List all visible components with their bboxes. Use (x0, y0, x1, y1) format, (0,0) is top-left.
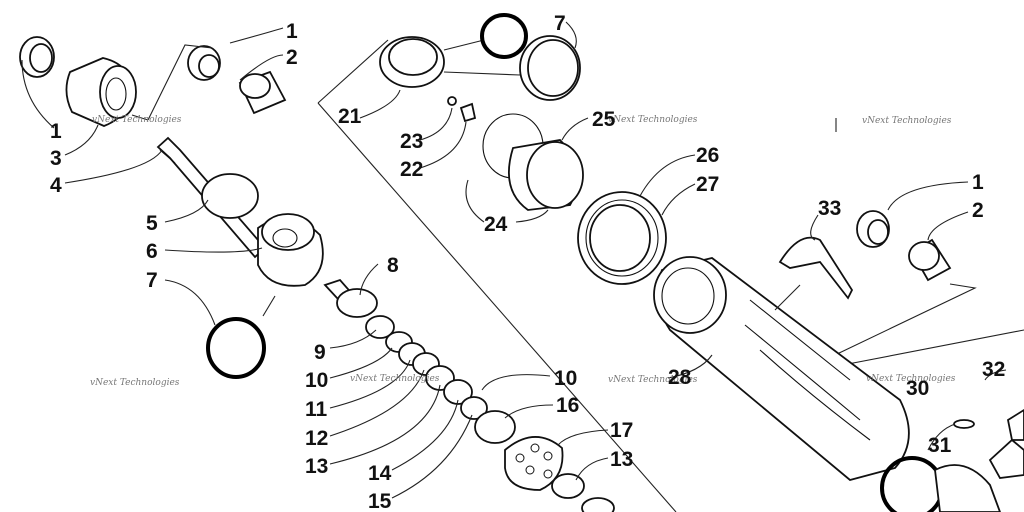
part-bushing-right (856, 210, 890, 248)
callout-21: 21 (338, 105, 362, 128)
part-bumper (201, 173, 259, 219)
assembly-boundary-lines (317, 39, 1024, 512)
callout-15: 15 (368, 490, 392, 512)
watermark-text: vNext Technologies (350, 374, 440, 384)
part-valve-right (953, 408, 1024, 479)
callout-17: 17 (610, 419, 633, 442)
callout-16: 16 (556, 394, 579, 417)
part-bushing-upper (187, 45, 221, 81)
part-piston-band-pair (482, 113, 584, 211)
callout-28: 28 (668, 366, 692, 389)
callout-2: 2 (972, 199, 984, 222)
part-eye-sleeve (65, 57, 137, 127)
callout-labels: 1 2 1 3 4 5 6 7 8 9 10 11 12 13 14 15 10… (50, 12, 1005, 512)
part-shield-cover (778, 236, 854, 300)
part-wear-band (519, 35, 581, 101)
callout-7: 7 (146, 269, 158, 292)
callout-7: 7 (554, 12, 566, 35)
callout-10: 10 (305, 369, 328, 392)
watermark-text: vNext Technologies (92, 115, 182, 125)
callout-2: 2 (286, 46, 298, 69)
callout-22: 22 (400, 158, 423, 181)
part-adjuster-ring (577, 191, 667, 285)
callout-8: 8 (387, 254, 399, 277)
callout-10: 10 (554, 367, 577, 390)
part-seal-head (257, 213, 324, 287)
callout-13: 13 (610, 448, 633, 471)
callout-5: 5 (146, 212, 158, 235)
callout-14: 14 (368, 462, 392, 485)
callout-1: 1 (50, 120, 62, 143)
part-bushing-top-left (19, 36, 55, 78)
callout-25: 25 (592, 108, 616, 131)
part-spacer-upper (238, 70, 287, 115)
part-washer-stack (336, 288, 516, 444)
callout-6: 6 (146, 240, 158, 263)
callout-1: 1 (972, 171, 984, 194)
callout-27: 27 (696, 173, 719, 196)
part-o-ring-top (480, 13, 528, 59)
callout-32: 32 (982, 358, 1005, 381)
watermark-text: vNext Technologies (866, 374, 956, 384)
part-valve-small (447, 96, 477, 123)
callout-13: 13 (305, 455, 328, 478)
callout-3: 3 (50, 147, 62, 170)
part-o-ring-bottom (880, 456, 944, 512)
watermark-text: vNext Technologies (90, 378, 180, 388)
watermark-text: vNext Technologies (608, 115, 698, 125)
callout-24: 24 (484, 213, 508, 236)
part-reservoir-cap (379, 36, 521, 88)
callout-12: 12 (305, 427, 328, 450)
callout-30: 30 (906, 377, 929, 400)
callout-11: 11 (305, 398, 328, 421)
part-o-ring-left (206, 317, 266, 379)
watermark-layer: vNext Technologies vNext Technologies vN… (90, 115, 956, 388)
callout-9: 9 (314, 341, 326, 364)
part-spacer-right (908, 238, 952, 282)
part-piston (504, 436, 564, 491)
watermark-text: vNext Technologies (862, 116, 952, 126)
watermark-text: vNext Technologies (608, 375, 698, 385)
callout-33: 33 (818, 197, 841, 220)
part-spring-body (653, 256, 910, 481)
leader-lines (21, 21, 1007, 499)
callout-1: 1 (286, 20, 298, 43)
part-washer-lower (551, 473, 615, 512)
callout-31: 31 (928, 434, 952, 457)
callout-23: 23 (400, 130, 423, 153)
callout-26: 26 (696, 144, 719, 167)
part-lower-eye (934, 464, 1001, 512)
callout-4: 4 (50, 174, 62, 197)
